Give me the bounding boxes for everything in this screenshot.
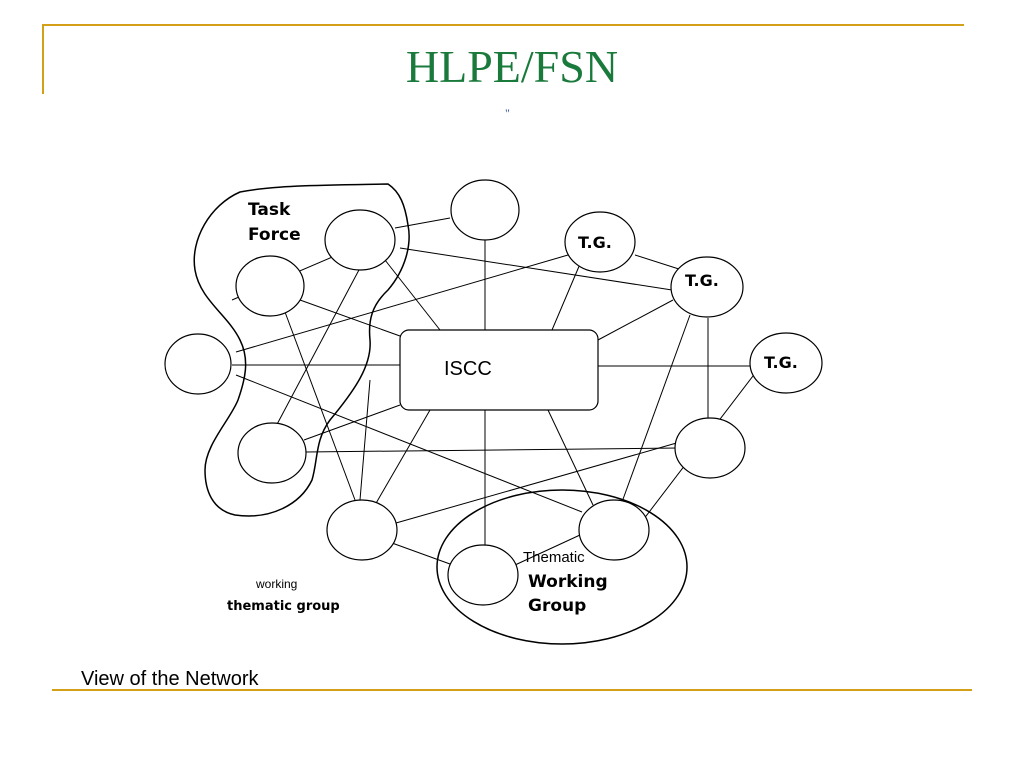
thematic-label: Thematic [523,549,585,566]
node-thematic-b [578,499,650,561]
network-nodes [164,179,823,606]
node-lower-left [326,499,398,561]
thematic-group-region [436,489,688,645]
node-tg-2 [670,256,744,318]
slide-title: HLPE/FSN [405,41,619,92]
task-force-region [193,183,410,517]
task-force-label-1: Task [248,200,291,220]
working-small-label: working [255,577,297,591]
node-task-force-c [237,422,307,484]
bottom-rule [52,689,972,691]
node-top [450,179,520,241]
node-tg-1 [564,211,636,273]
connection-lines [231,217,757,566]
node-tg-3 [749,332,823,394]
iscc-label: ISCC [444,358,492,380]
subtitle-mark: " [505,106,510,120]
working-thematic-group-label: thematic group [227,599,340,614]
task-force-label-2: Force [248,225,301,245]
top-rule [42,24,964,26]
node-task-force-a [324,209,396,271]
iscc-box [399,329,599,411]
tg-label-2: T.G. [685,271,719,290]
node-right-lower [674,417,746,479]
tg-label-3: T.G. [764,353,798,372]
tg-label-1: T.G. [578,233,612,252]
slide-caption: View of the Network [81,668,259,690]
node-left [164,333,232,395]
node-task-force-b [235,255,305,317]
working-label: Working [528,572,608,592]
node-thematic-a [447,544,519,606]
left-rule [42,24,44,94]
group-label: Group [528,596,586,616]
